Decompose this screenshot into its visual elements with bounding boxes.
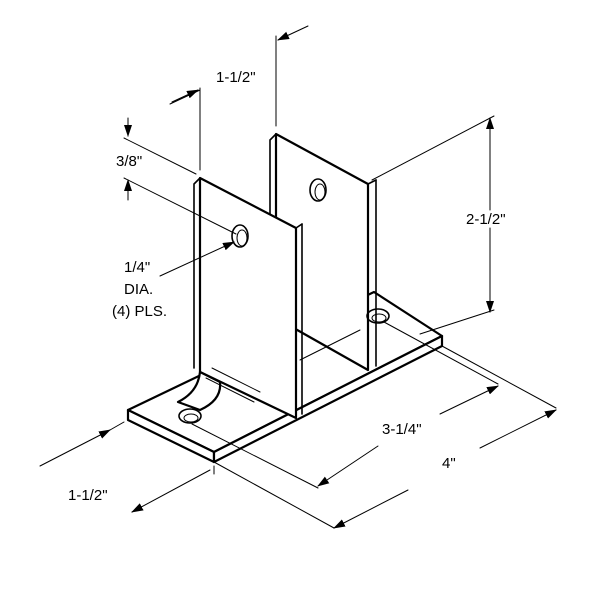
dim-height-label: 2-1/2" [466,211,506,228]
front-upright-bend [176,370,222,412]
hole-note-size: 1/4" [124,259,150,276]
dim-upright-spacing: 1-1/2" [169,25,309,171]
dim-hole-edge-label: 3/8" [116,153,142,170]
dim-height: 2-1/2" [371,115,506,335]
dim-length: 4" [213,345,557,529]
rear-upright-hole [309,178,327,202]
dim-hole-spacing: 3-1/4" [191,321,499,489]
front-upright-thickness [193,177,201,369]
dim-flange-width-label: 1-1/2" [68,487,108,504]
hole-note-count: (4) PLS. [112,303,167,320]
front-upright-hole [231,224,249,248]
front-upright-plate [198,176,298,420]
base-rear-hole [366,308,390,324]
bracket-part [126,132,444,464]
dim-upright-spacing-label: 1-1/2" [216,69,256,86]
dim-hole-edge: 3/8" [116,117,237,235]
dim-hole-spacing-label: 3-1/4" [382,421,422,438]
hole-note-dia: DIA. [124,281,153,298]
base-front-hole [178,408,202,424]
hole-note: 1/4" DIA. (4) PLS. [112,241,235,320]
dim-length-label: 4" [442,455,456,472]
dim-flange-width: 1-1/2" [39,421,215,513]
